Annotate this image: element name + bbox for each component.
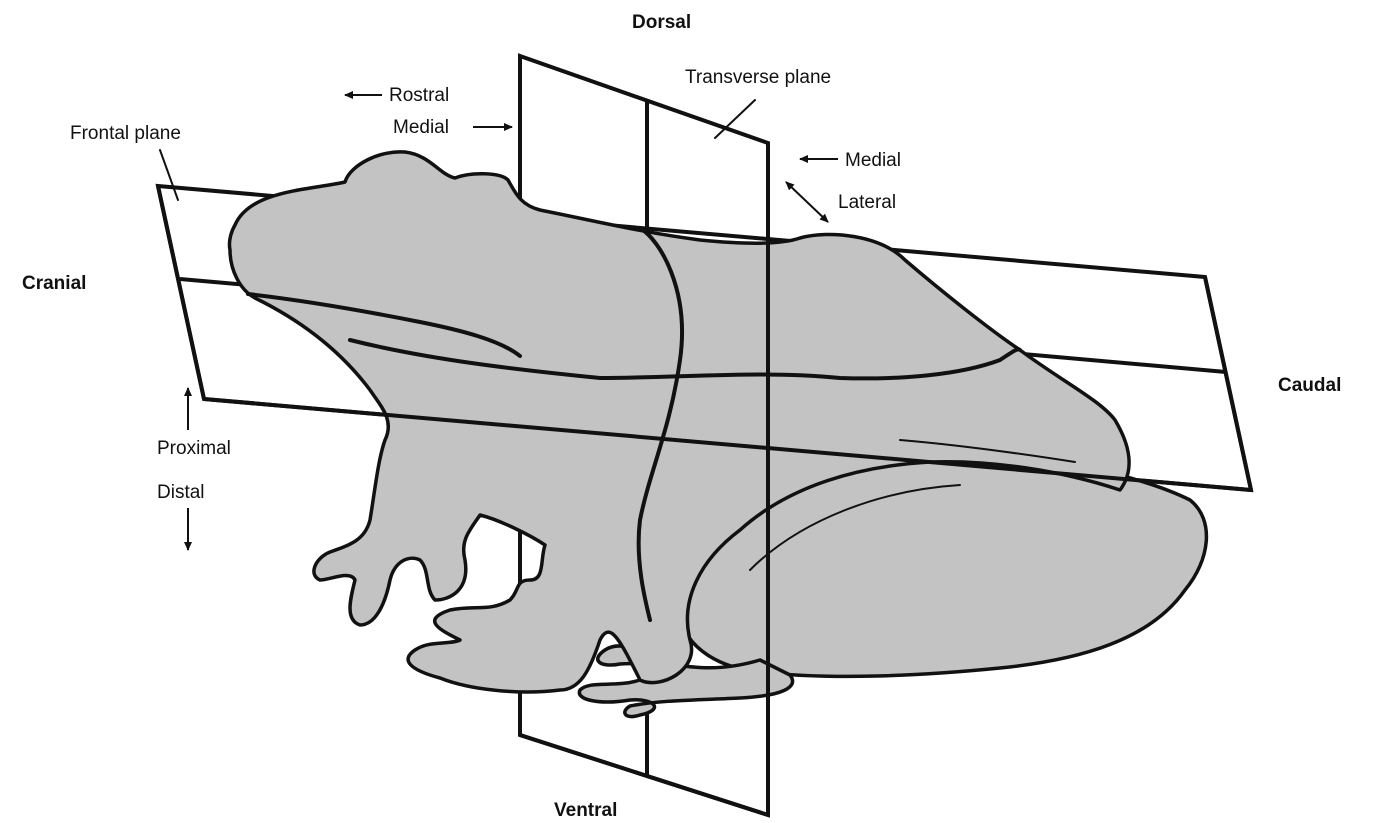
label-caudal: Caudal (1278, 375, 1341, 396)
label-medial-right: Medial (845, 150, 901, 171)
label-medial-top: Medial (393, 117, 449, 138)
label-frontal-plane: Frontal plane (70, 123, 181, 144)
lateral-arrow (786, 182, 828, 222)
label-distal: Distal (157, 482, 205, 503)
frontal-plane-right-edge (1205, 277, 1251, 490)
label-dorsal: Dorsal (632, 12, 691, 33)
label-proximal: Proximal (157, 438, 231, 459)
label-ventral: Ventral (554, 800, 617, 821)
label-rostral: Rostral (389, 85, 449, 106)
frontal-plane-leader (160, 150, 178, 200)
label-lateral: Lateral (838, 192, 896, 213)
label-cranial: Cranial (22, 273, 86, 294)
frontal-plane-left-edge (158, 186, 204, 399)
label-transverse-plane: Transverse plane (685, 67, 831, 88)
